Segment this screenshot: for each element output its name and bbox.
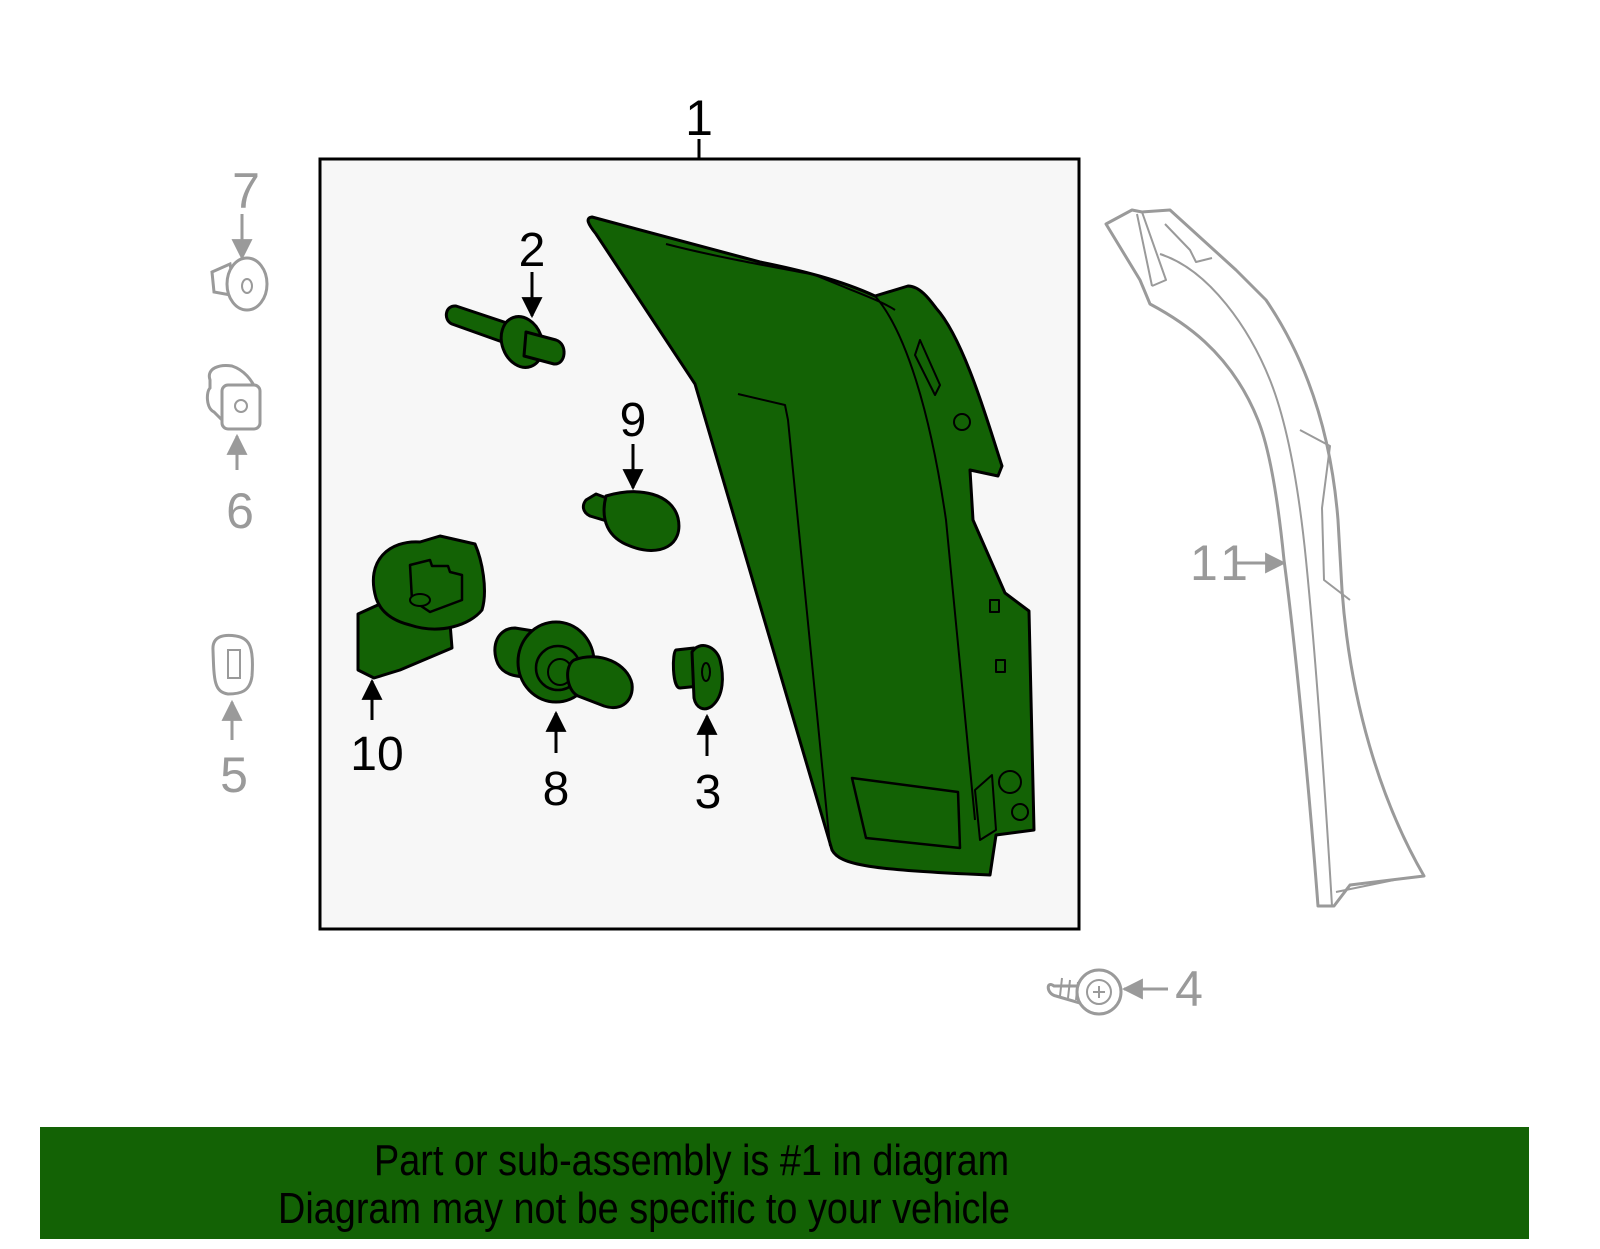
bulb-socket-part-8[interactable] [493,620,634,709]
info-banner: Part or sub-assembly is #1 in diagram Di… [40,1127,1529,1239]
tail-lamp-assembly-part-1[interactable] [586,215,1036,877]
banner-line-1: Part or sub-assembly is #1 in diagram [374,1136,1010,1185]
screw-part-4[interactable] [1046,968,1123,1016]
callout-3[interactable]: 3 [695,766,722,819]
callout-7[interactable]: 7 [232,163,260,219]
grommet-part-3[interactable] [671,644,724,711]
callout-4[interactable]: 4 [1175,961,1203,1017]
socket-connector-part-10[interactable] [356,534,486,680]
pillar-trim-part-11[interactable] [1104,208,1426,908]
clip-part-5[interactable] [211,633,254,696]
bulb-socket-part-2[interactable] [444,304,566,373]
bulb-part-9[interactable] [581,490,681,552]
nut-clip-part-6[interactable] [205,364,262,431]
callout-8[interactable]: 8 [543,763,570,816]
callout-1[interactable]: 1 [685,90,713,146]
callout-10[interactable]: 10 [350,728,403,781]
callout-5[interactable]: 5 [220,747,248,803]
callout-9[interactable]: 9 [620,394,647,447]
push-pin-retainer-part-7[interactable] [210,256,269,312]
banner-line-2: Diagram may not be specific to your vehi… [278,1184,1010,1233]
callout-2[interactable]: 2 [519,224,546,277]
callout-6[interactable]: 6 [226,483,254,539]
